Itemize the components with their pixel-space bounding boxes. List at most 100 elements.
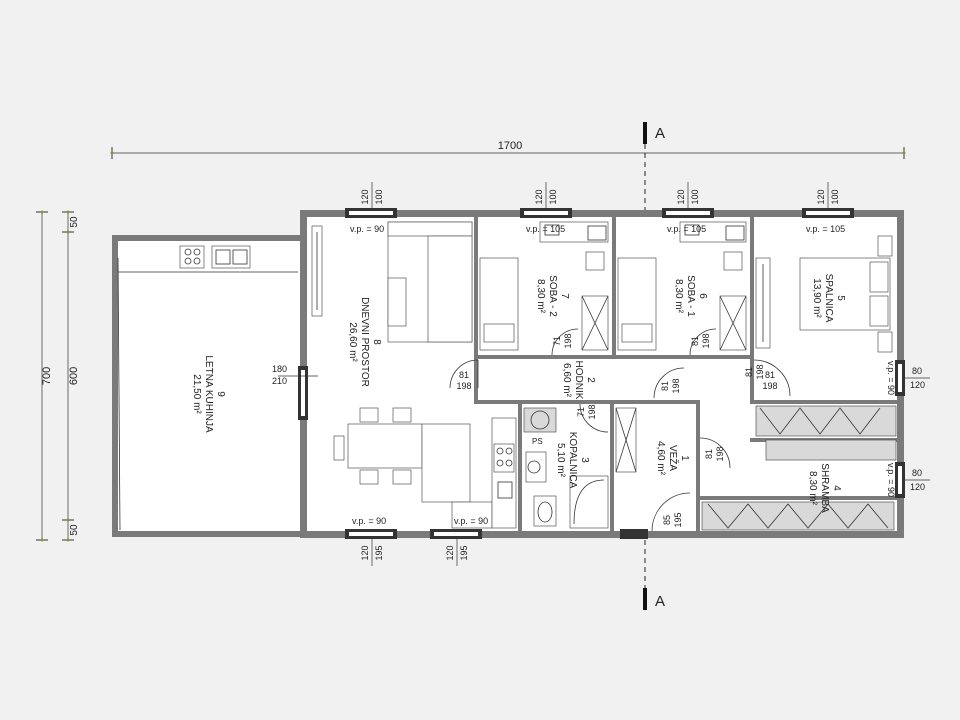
svg-text:21,50 m²: 21,50 m² [191, 374, 202, 414]
svg-text:8,30 m²: 8,30 m² [535, 279, 546, 314]
sill-label: v.p. = 90 [454, 516, 488, 526]
section-label-top: A [655, 125, 665, 142]
overall-height-label: 700 [41, 367, 53, 385]
sill-label: v.p. = 105 [806, 224, 845, 234]
svg-text:81: 81 [660, 381, 670, 391]
door-tag: 81 198 [690, 333, 711, 348]
dimension-top: 1700 [110, 140, 906, 159]
door-tags: 71 198 81 198 81 198 81 198 81 198 71 19… [456, 333, 777, 527]
svg-text:80: 80 [912, 366, 922, 376]
svg-text:81: 81 [704, 449, 714, 459]
svg-text:8,30 m²: 8,30 m² [673, 279, 684, 314]
svg-text:LETNA KUHINJA: LETNA KUHINJA [203, 355, 214, 433]
svg-text:VEŽA: VEŽA [667, 445, 680, 471]
summer-kitchen [112, 235, 300, 537]
svg-text:5,10 m²: 5,10 m² [555, 443, 566, 478]
svg-text:HODNIK: HODNIK [573, 361, 584, 400]
door-tag: 71 198 [552, 333, 573, 348]
svg-text:5: 5 [835, 295, 846, 301]
svg-text:SHRAMBA: SHRAMBA [819, 463, 830, 513]
svg-text:1: 1 [679, 455, 690, 461]
svg-text:81: 81 [765, 370, 775, 380]
room-label-letna-kuhinja: 9 LETNA KUHINJA 21,50 m² [191, 355, 226, 433]
svg-text:120: 120 [445, 545, 455, 560]
door-swings [449, 328, 791, 532]
svg-text:100: 100 [548, 189, 558, 204]
svg-text:DNEVNI PROSTOR: DNEVNI PROSTOR [359, 297, 370, 387]
svg-text:195: 195 [374, 545, 384, 560]
room-label-veza: 1 VEŽA 4,60 m² [655, 441, 690, 476]
svg-text:198: 198 [671, 378, 681, 393]
living-furniture [311, 221, 517, 529]
svg-text:180: 180 [272, 364, 287, 374]
svg-text:198: 198 [456, 381, 471, 391]
svg-text:6: 6 [697, 293, 708, 299]
svg-text:7: 7 [559, 293, 570, 299]
svg-text:198: 198 [762, 381, 777, 391]
svg-text:120: 120 [676, 189, 686, 204]
svg-text:81: 81 [459, 370, 469, 380]
sill-label: v.p. = 90 [352, 516, 386, 526]
svg-text:198: 198 [755, 364, 765, 379]
dimension-left: 700 50 600 50 [36, 210, 80, 542]
svg-text:120: 120 [360, 545, 370, 560]
section-label-bottom: A [655, 593, 665, 610]
svg-text:100: 100 [374, 189, 384, 204]
room-label-shramba: 4 SHRAMBA 8,30 m² [807, 463, 842, 513]
svg-text:198: 198 [715, 446, 725, 461]
sill-label: v.p. = 90 [350, 224, 384, 234]
room-label-hodnik: 2 HODNIK 6,60 m² [561, 361, 596, 400]
svg-text:120: 120 [534, 189, 544, 204]
svg-text:8: 8 [371, 339, 382, 345]
window-tags: 120 100 v.p. = 90 120 100 v.p. = 105 120… [272, 182, 930, 566]
svg-text:120: 120 [910, 482, 925, 492]
room-label-kopalnica: 3 KOPALNICA 5,10 m² [555, 432, 590, 489]
top-offset-label: 50 [69, 216, 80, 228]
sill-label: v.p. = 90 [886, 361, 896, 395]
ps-label: PS [532, 437, 543, 446]
svg-text:4: 4 [831, 485, 842, 491]
svg-text:SPALNICA: SPALNICA [823, 274, 834, 323]
svg-text:71: 71 [552, 336, 562, 346]
svg-text:120: 120 [816, 189, 826, 204]
svg-text:9: 9 [215, 391, 226, 397]
svg-text:SOBA - 2: SOBA - 2 [547, 275, 558, 317]
sill-label: v.p. = 105 [526, 224, 565, 234]
bedroom-furniture [479, 221, 893, 353]
room-label-spalnica: 5 SPALNICA 13,90 m² [811, 274, 846, 323]
door-tag: 81 198 [660, 378, 681, 393]
svg-text:85: 85 [662, 515, 672, 525]
room-labels: 9 LETNA KUHINJA 21,50 m² 8 DNEVNI PROSTO… [191, 274, 846, 513]
overall-width-label: 1700 [498, 140, 522, 152]
svg-text:4,60 m²: 4,60 m² [655, 441, 666, 476]
sill-label: v.p. = 90 [886, 463, 896, 497]
svg-text:120: 120 [360, 189, 370, 204]
svg-text:26,60 m²: 26,60 m² [347, 322, 358, 362]
svg-text:100: 100 [690, 189, 700, 204]
svg-text:81: 81 [744, 367, 754, 377]
door-tag: 81 198 [762, 370, 777, 391]
door-tag: 85 195 [662, 512, 683, 527]
inner-height-label: 600 [68, 367, 80, 385]
svg-text:198: 198 [701, 333, 711, 348]
svg-text:80: 80 [912, 468, 922, 478]
window-symbols [298, 208, 905, 539]
svg-text:198: 198 [563, 333, 573, 348]
room-label-dnevni-prostor: 8 DNEVNI PROSTOR 26,60 m² [347, 297, 382, 387]
svg-text:100: 100 [830, 189, 840, 204]
svg-text:2: 2 [585, 377, 596, 383]
bottom-offset-label: 50 [69, 524, 80, 536]
door-tag: 81 198 [456, 370, 471, 391]
door-tag: 81 198 [744, 364, 765, 379]
svg-text:KOPALNICA: KOPALNICA [567, 432, 578, 489]
svg-text:3: 3 [579, 457, 590, 463]
svg-text:210: 210 [272, 376, 287, 386]
svg-text:71: 71 [576, 407, 586, 417]
door-tag: 81 198 [704, 446, 725, 461]
svg-text:195: 195 [459, 545, 469, 560]
svg-text:13,90 m²: 13,90 m² [811, 278, 822, 318]
room-label-soba-2: 7 SOBA - 2 8,30 m² [535, 275, 570, 317]
svg-text:120: 120 [910, 380, 925, 390]
svg-text:198: 198 [587, 404, 597, 419]
